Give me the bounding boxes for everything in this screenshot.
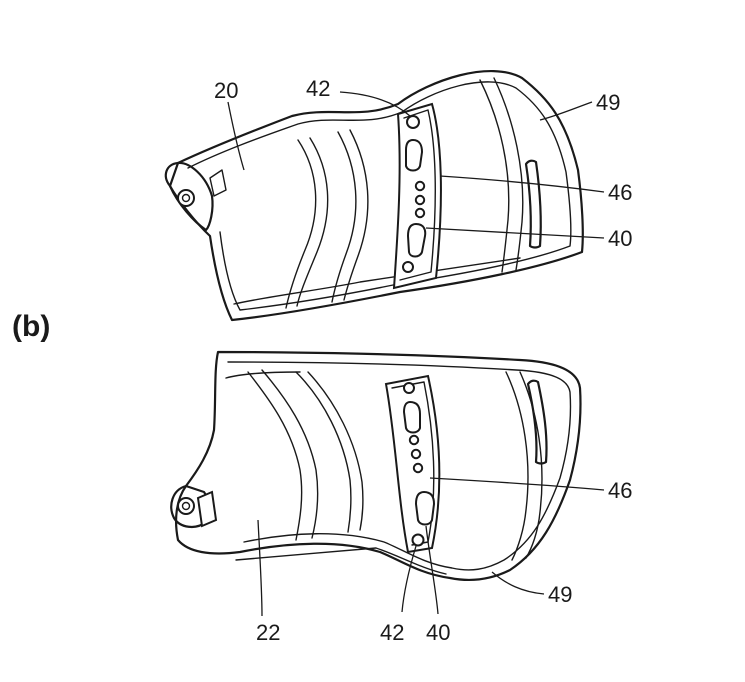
lower-hole-top [403, 382, 415, 394]
label-lower-22: 22 [256, 620, 280, 645]
upper-leaders [227, 91, 605, 239]
leader-lower-40 [425, 525, 439, 615]
upper-shell-outer-rim [168, 69, 584, 322]
label-upper-49: 49 [596, 90, 620, 115]
upper-dot-1 [414, 180, 426, 192]
lower-plate-46-edge [391, 381, 435, 546]
leader-lower-42 [401, 545, 417, 613]
leader-upper-49 [539, 101, 593, 121]
upper-slot-top [405, 138, 424, 172]
lower-hole-42 [411, 533, 425, 547]
upper-floor-line [233, 257, 521, 305]
lower-shell-outer-rim [175, 350, 582, 581]
lower-rib-2 [261, 369, 319, 539]
upper-rib-3 [331, 131, 357, 303]
panel-label: (b) [12, 310, 50, 343]
upper-hole-bottom [402, 261, 414, 273]
upper-mounting-lug [164, 161, 214, 232]
upper-inner-tab [209, 169, 227, 197]
label-upper-46: 46 [608, 180, 632, 205]
leader-lower-49 [491, 571, 545, 595]
lower-lug-hole-inner [181, 501, 191, 511]
label-lower-40: 40 [426, 620, 450, 645]
leader-upper-40 [425, 227, 605, 239]
lower-shell [170, 350, 582, 581]
lower-lug-hole [177, 497, 195, 515]
upper-shell [164, 69, 584, 322]
lower-rib-3 [295, 371, 352, 533]
upper-rib-4 [343, 129, 369, 301]
upper-slot-40 [406, 222, 427, 258]
upper-rib-2 [296, 137, 329, 307]
label-upper-20: 20 [214, 78, 238, 103]
lower-rib-5 [505, 371, 529, 561]
leader-upper-42 [339, 91, 411, 117]
lower-right-slot [526, 379, 548, 465]
leader-lower-46 [429, 477, 605, 491]
label-lower-49: 49 [548, 582, 572, 607]
lower-dot-2 [410, 448, 422, 460]
label-lower-42: 42 [380, 620, 404, 645]
upper-shell-inner-rim [187, 81, 572, 311]
label-upper-42: 42 [306, 76, 330, 101]
upper-lug-hole [177, 189, 195, 207]
upper-hole-42 [406, 115, 420, 129]
upper-rib-5 [479, 79, 510, 273]
lower-leaders [257, 477, 605, 617]
lower-dot-1 [408, 434, 420, 446]
lower-rib-1 [247, 371, 303, 541]
leader-upper-46 [439, 175, 605, 193]
lower-floor-line [235, 547, 447, 575]
upper-right-slot [524, 159, 542, 249]
upper-dot-3 [414, 207, 426, 219]
upper-lug-hole-inner [181, 193, 191, 203]
upper-plate-46-edge [399, 109, 436, 281]
upper-rib-1 [285, 139, 317, 309]
lower-shell-inner-rim [227, 361, 572, 571]
leader-lower-22 [257, 519, 263, 617]
lower-rib-4 [307, 371, 364, 531]
lower-slot-top [402, 400, 421, 434]
lower-back-wall [225, 371, 301, 379]
label-lower-46: 46 [608, 478, 632, 503]
upper-rib-6 [493, 77, 524, 271]
leader-upper-20 [227, 101, 245, 171]
lower-dot-3 [412, 462, 424, 474]
label-upper-40: 40 [608, 226, 632, 251]
lower-inner-tab [196, 490, 218, 528]
upper-dot-2 [414, 194, 426, 206]
lower-slot-40 [414, 490, 436, 526]
